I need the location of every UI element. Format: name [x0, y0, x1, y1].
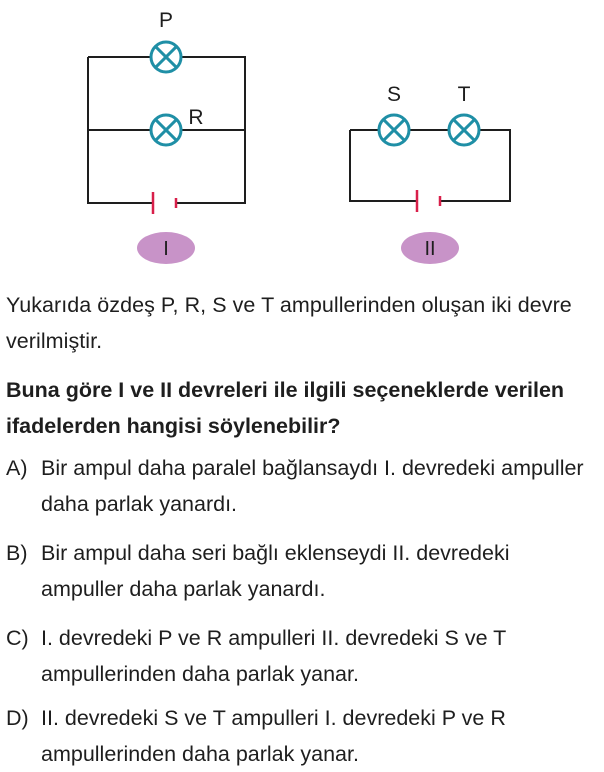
circuit-1-label-badge — [137, 232, 195, 264]
question-stem: Yukarıda özdeş P, R, S ve T ampullerinde… — [6, 293, 572, 353]
bulb-r-icon — [149, 113, 183, 147]
option-a[interactable]: A) Bir ampul daha paralel bağlansaydı I.… — [6, 450, 596, 522]
circuit-figure: P R I S T II — [87, 9, 511, 264]
option-c[interactable]: C) I. devredeki P ve R ampulleri II. dev… — [6, 620, 596, 692]
option-b[interactable]: B) Bir ampul daha seri bağlı eklenseydi … — [6, 535, 596, 607]
option-d-label: D) — [6, 706, 29, 730]
option-b-label: B) — [6, 541, 28, 565]
option-c-label: C) — [6, 626, 29, 650]
circuit-2-label: II — [424, 238, 435, 260]
option-d-text: II. devredeki S ve T ampulleri I. devred… — [41, 706, 506, 766]
option-c-text: I. devredeki P ve R ampulleri II. devred… — [41, 626, 506, 686]
bulb-t-icon — [447, 113, 481, 147]
circuit-1-wires — [87, 56, 246, 204]
circuit-1: P R I — [87, 9, 246, 264]
option-d[interactable]: D) II. devredeki S ve T ampulleri I. dev… — [6, 700, 596, 772]
bulb-r-label: R — [188, 106, 203, 129]
circuit-2: S T II — [349, 83, 511, 264]
bulb-p-label: P — [159, 9, 173, 32]
option-a-text: Bir ampul daha paralel bağlansaydı I. de… — [41, 456, 584, 516]
option-a-label: A) — [6, 456, 28, 480]
circuit-2-battery — [415, 190, 442, 212]
option-b-text: Bir ampul daha seri bağlı eklenseydi II.… — [41, 541, 510, 601]
bulb-s-icon — [377, 113, 411, 147]
circuit-2-label-badge — [401, 232, 459, 264]
bulb-t-label: T — [458, 83, 471, 106]
bulb-s-label: S — [387, 83, 401, 106]
question-prompt: Buna göre I ve II devreleri ile ilgili s… — [6, 378, 565, 438]
bulb-p-icon — [149, 40, 183, 74]
circuit-2-wires — [349, 129, 511, 202]
circuit-1-battery — [151, 192, 178, 214]
circuit-1-label: I — [163, 238, 169, 260]
